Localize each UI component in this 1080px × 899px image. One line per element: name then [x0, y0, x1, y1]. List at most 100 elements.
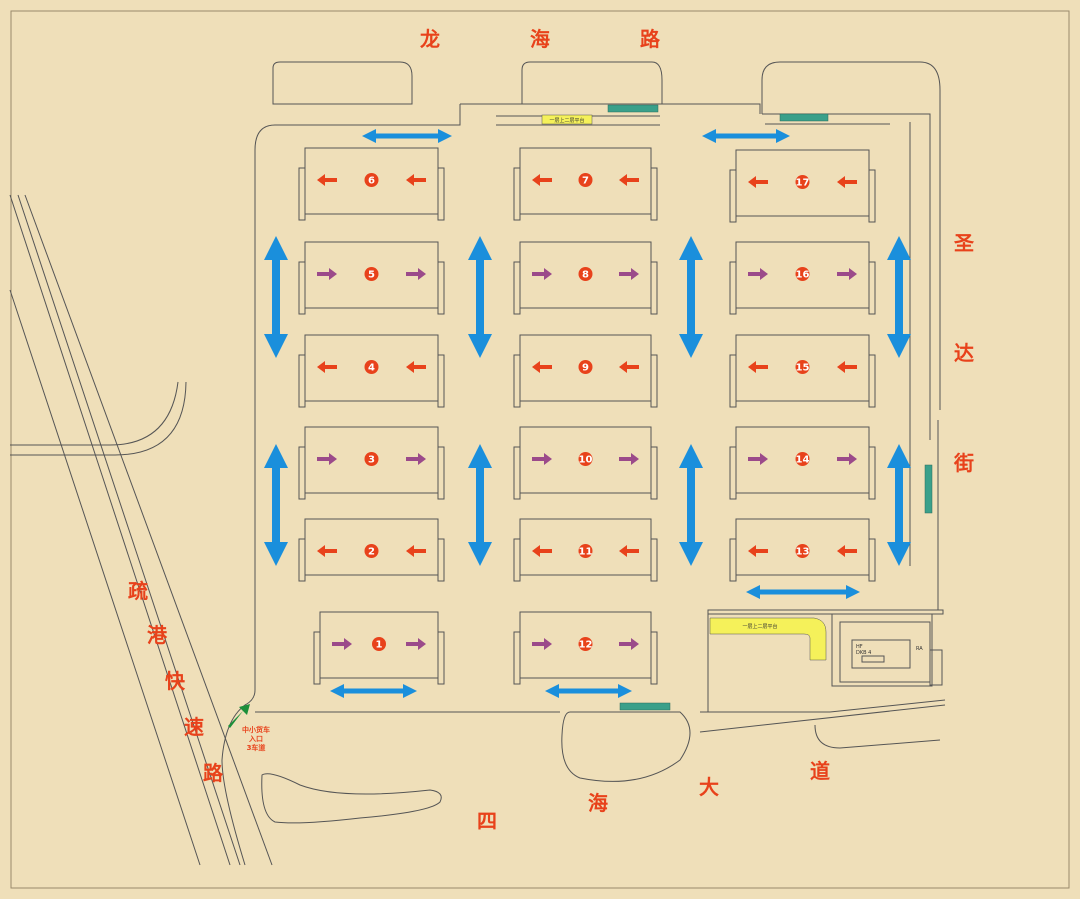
- road-south-char: 四: [477, 809, 497, 833]
- arrow-left-icon: [619, 545, 639, 557]
- facility-label-1: HF: [856, 644, 863, 650]
- arrow-right-icon: [532, 268, 552, 280]
- road-west-char: 疏: [128, 579, 148, 603]
- building-notch: [513, 538, 521, 582]
- building-notch: [437, 261, 445, 315]
- building-number: 1: [376, 640, 383, 651]
- building: 17: [729, 149, 876, 223]
- double-arrow-vertical-icon: [887, 236, 911, 358]
- arrow-right-icon: [837, 453, 857, 465]
- double-arrow-horizontal-icon: [330, 684, 417, 698]
- building-notch: [437, 354, 445, 408]
- building: 5: [298, 241, 445, 315]
- road-west-char: 快: [165, 669, 186, 693]
- road-east: 圣 达 街: [953, 231, 975, 475]
- double-arrow-vertical-icon: [264, 444, 288, 566]
- building-number: 14: [796, 455, 810, 466]
- building-number: 10: [579, 455, 593, 466]
- building-number-badge: [578, 173, 593, 187]
- building-notch: [313, 631, 321, 685]
- double-arrow-horizontal-icon: [702, 129, 790, 143]
- building-notch: [437, 446, 445, 500]
- arrow-left-icon: [837, 176, 857, 188]
- building-notch: [298, 538, 306, 582]
- road-north-char: 海: [530, 27, 550, 51]
- building-notch: [437, 167, 445, 221]
- building-notch: [868, 354, 876, 408]
- teal-signs: [607, 104, 933, 711]
- west-expressway: [9, 194, 273, 866]
- building: 13: [729, 518, 876, 582]
- ramp-top: [541, 114, 593, 125]
- building: 9: [513, 334, 658, 408]
- building-notch: [868, 169, 876, 223]
- arrow-right-icon: [532, 638, 552, 650]
- building: 2: [298, 518, 445, 582]
- building: 11: [513, 518, 658, 582]
- building: 7: [513, 147, 658, 221]
- building-number-badge: [795, 360, 810, 374]
- road-east-char: 街: [953, 451, 974, 475]
- road-east-char: 圣: [954, 231, 975, 255]
- arrow-left-icon: [748, 361, 768, 373]
- arrow-right-icon: [619, 453, 639, 465]
- building-notch: [650, 354, 658, 408]
- building-notch: [729, 538, 737, 582]
- building-number-badge: [364, 267, 379, 281]
- north-blocks: [272, 61, 941, 440]
- road-east-char: 达: [954, 341, 974, 365]
- building-notch: [650, 261, 658, 315]
- arrow-left-icon: [406, 361, 426, 373]
- arrow-left-icon: [748, 545, 768, 557]
- arrow-right-icon: [532, 453, 552, 465]
- arrow-right-icon: [406, 453, 426, 465]
- double-arrow-vertical-icon: [468, 236, 492, 358]
- building-number-badge: [795, 452, 810, 466]
- building-number: 7: [582, 176, 589, 187]
- arrow-left-icon: [619, 174, 639, 186]
- building: 14: [729, 426, 876, 500]
- site-boundary: [221, 103, 946, 866]
- building-notch: [868, 538, 876, 582]
- double-arrow-horizontal-icon: [362, 129, 452, 143]
- arrow-left-icon: [532, 174, 552, 186]
- traffic-arrows: [264, 129, 911, 698]
- building-notch: [513, 167, 521, 221]
- building-number: 16: [796, 270, 810, 281]
- building: 8: [513, 241, 658, 315]
- ramp-east-label: 一层上二层平台: [742, 623, 777, 630]
- arrow-right-icon: [619, 638, 639, 650]
- building-notch: [729, 446, 737, 500]
- building-number: 5: [368, 270, 375, 281]
- arrow-right-icon: [406, 638, 426, 650]
- building-notch: [650, 631, 658, 685]
- building-notch: [729, 261, 737, 315]
- entrance-label-line2: 入口: [248, 735, 263, 743]
- entrance-label-line3: 3车道: [247, 743, 266, 752]
- road-west: 疏 港 快 速 路: [128, 579, 224, 785]
- double-arrow-vertical-icon: [887, 444, 911, 566]
- entrance-label-line1: 中小货车: [242, 725, 270, 734]
- arrow-left-icon: [317, 545, 337, 557]
- building-number-badge: [578, 544, 593, 558]
- building-notch: [868, 261, 876, 315]
- building-number: 13: [796, 547, 810, 558]
- map-frame: [10, 10, 1070, 889]
- building-number-badge: [578, 452, 593, 466]
- building-notch: [437, 538, 445, 582]
- east-facility: [707, 609, 944, 712]
- building-notch: [650, 167, 658, 221]
- building-number: 3: [368, 455, 375, 466]
- ramp-top-label: 一层上二层平台: [549, 117, 584, 124]
- arrow-right-icon: [317, 268, 337, 280]
- building: 6: [298, 147, 445, 221]
- building-notch: [513, 261, 521, 315]
- facility-label-3: RA: [916, 646, 923, 652]
- building-number-badge: [578, 360, 593, 374]
- building-notch: [729, 169, 737, 223]
- building-number: 15: [796, 363, 810, 374]
- facility-label-2: DKB 4: [856, 650, 871, 656]
- arrow-right-icon: [748, 453, 768, 465]
